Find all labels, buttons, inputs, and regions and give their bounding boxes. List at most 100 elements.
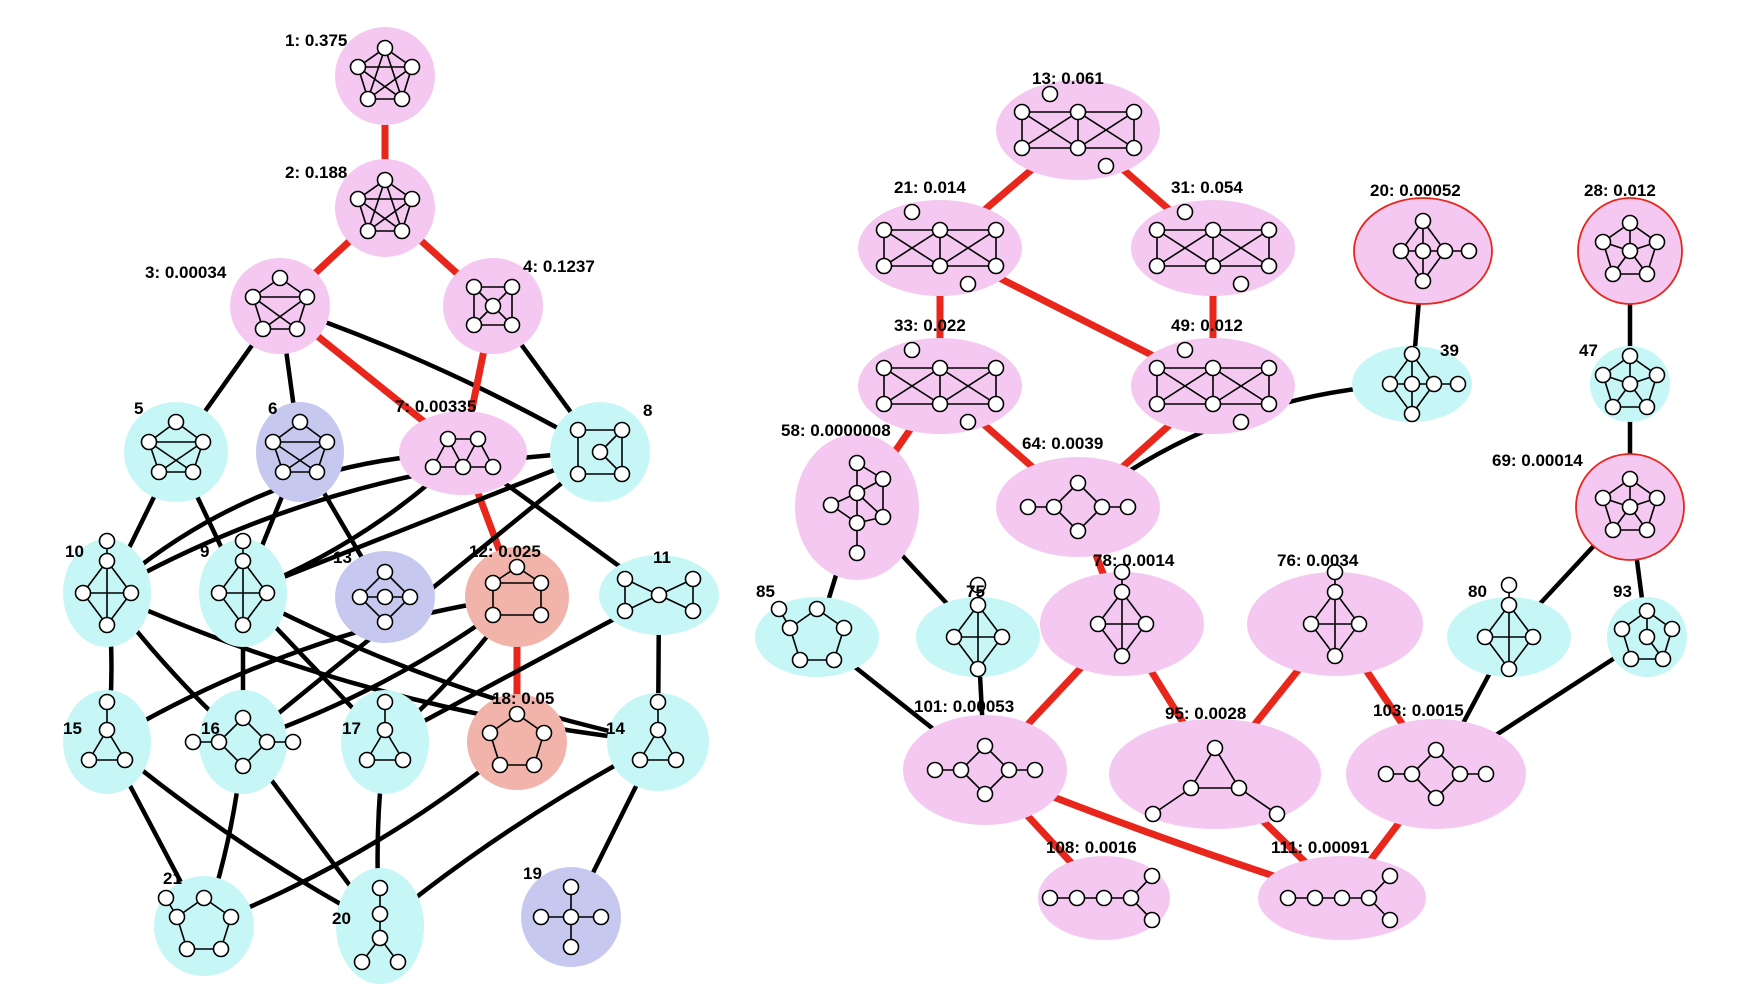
node-label: 75	[966, 582, 985, 601]
graph-node-l16[interactable]	[184, 690, 302, 794]
graph-node-r64[interactable]	[996, 457, 1160, 557]
glyph-vertex	[1333, 889, 1351, 907]
triangle-tail-icon	[631, 693, 685, 769]
k5-graph-icon	[349, 171, 421, 240]
graph-node-l11[interactable]	[599, 555, 719, 635]
graph-node-r108[interactable]	[1038, 856, 1170, 940]
glyph-vertex	[1306, 889, 1324, 907]
graph-node-r95[interactable]	[1109, 719, 1321, 829]
graph-node-r39[interactable]	[1352, 345, 1472, 423]
pentagon-tail-icon	[157, 889, 240, 958]
node-label: 58: 0.0000008	[781, 421, 891, 440]
glyph-vertex	[465, 278, 483, 296]
glyph-vertex	[987, 221, 1005, 239]
glyph-vertex	[1204, 395, 1222, 413]
glyph-vertex	[1449, 375, 1467, 393]
graph-node-r85[interactable]	[755, 597, 879, 677]
glyph-vertex	[1089, 615, 1107, 633]
graph-node-l21[interactable]	[154, 876, 254, 976]
graph-node-r101[interactable]	[903, 715, 1067, 825]
graph-node-r31[interactable]	[1131, 200, 1295, 296]
graph-node-l4[interactable]	[443, 258, 543, 354]
graph-node-l18[interactable]	[467, 694, 567, 790]
node-label: 9	[200, 542, 209, 561]
glyph-vertex	[1594, 489, 1612, 507]
glyph-vertex	[98, 552, 116, 570]
glyph-vertex	[1427, 741, 1445, 759]
glyph-vertex	[167, 413, 185, 431]
diamond-split-icon	[1476, 576, 1542, 678]
graph-node-l9[interactable]	[199, 532, 287, 648]
graph-node-r80[interactable]	[1447, 576, 1571, 678]
glyph-vertex	[875, 257, 893, 275]
glyph-vertex	[959, 413, 977, 431]
graph-node-l2[interactable]	[335, 159, 435, 257]
glyph-vertex	[98, 721, 116, 739]
glyph-vertex	[424, 458, 442, 476]
glyph-vertex	[1621, 242, 1639, 260]
graph-node-l5[interactable]	[124, 402, 228, 502]
node-bubble	[1109, 719, 1321, 829]
glyph-vertex	[1663, 620, 1681, 638]
graph-node-l8[interactable]	[550, 402, 650, 502]
glyph-vertex	[835, 619, 853, 637]
graph-node-r28[interactable]	[1577, 197, 1683, 305]
path-fork-icon	[1279, 867, 1399, 929]
glyph-vertex	[1613, 620, 1631, 638]
graph-node-l20[interactable]	[336, 868, 424, 984]
graph-node-r76[interactable]	[1247, 563, 1423, 677]
graph-node-r21[interactable]	[858, 200, 1022, 296]
ladder-x-icon	[1013, 85, 1143, 175]
graph-node-r47[interactable]	[1590, 346, 1670, 422]
graph-node-r13[interactable]	[996, 80, 1160, 180]
glyph-vertex	[1638, 602, 1656, 620]
graph-node-l1[interactable]	[335, 27, 435, 125]
graph-node-r93[interactable]	[1607, 597, 1687, 677]
graph-node-l13[interactable]	[335, 551, 435, 643]
glyph-vertex	[1648, 366, 1666, 384]
glyph-vertex	[481, 724, 499, 742]
glyph-vertex	[371, 879, 389, 897]
graph-node-r78[interactable]	[1040, 563, 1204, 677]
glyph-vertex	[284, 733, 302, 751]
glyph-vertex	[1204, 221, 1222, 239]
glyph-edge	[367, 66, 413, 100]
glyph-vertex	[359, 222, 377, 240]
graph-node-l7[interactable]	[399, 411, 527, 495]
glyph-vertex	[376, 39, 394, 57]
graph-node-l14[interactable]	[607, 693, 709, 791]
graph-node-l12[interactable]	[465, 547, 569, 647]
glyph-vertex	[234, 709, 252, 727]
graph-node-r103[interactable]	[1346, 719, 1526, 829]
glyph-vertex	[140, 433, 158, 451]
glyph-vertex	[376, 613, 394, 631]
glyph-vertex	[1230, 779, 1248, 797]
graph-node-r69[interactable]	[1575, 453, 1685, 561]
graph-node-r20[interactable]	[1353, 197, 1493, 305]
graph-node-l6[interactable]	[256, 402, 344, 502]
glyph-vertex	[959, 275, 977, 293]
graph-node-r49[interactable]	[1131, 338, 1295, 434]
graph-node-r33[interactable]	[858, 338, 1022, 434]
glyph-vertex	[291, 413, 309, 431]
glyph-vertex	[969, 576, 987, 594]
graph-node-l3[interactable]	[230, 258, 330, 354]
graph-node-l10[interactable]	[63, 532, 151, 648]
graph-node-l15[interactable]	[63, 690, 151, 794]
graph-node-r111[interactable]	[1258, 856, 1426, 940]
graph-node-r58[interactable]	[795, 434, 919, 580]
glyph-vertex	[74, 584, 92, 602]
glyph-vertex	[254, 320, 272, 338]
node-bubble	[996, 457, 1160, 557]
node-label: 12: 0.025	[469, 542, 541, 561]
node-bubble	[199, 690, 287, 794]
node-label: 111: 0.00091	[1271, 838, 1369, 857]
graph-node-r75[interactable]	[916, 576, 1040, 678]
glyph-vertex	[234, 757, 252, 775]
graph-node-l19[interactable]	[521, 867, 621, 967]
glyph-edge	[1212, 367, 1270, 405]
glyph-vertex	[318, 433, 336, 451]
glyph-vertex	[525, 756, 543, 774]
graph-node-l17[interactable]	[341, 690, 429, 794]
